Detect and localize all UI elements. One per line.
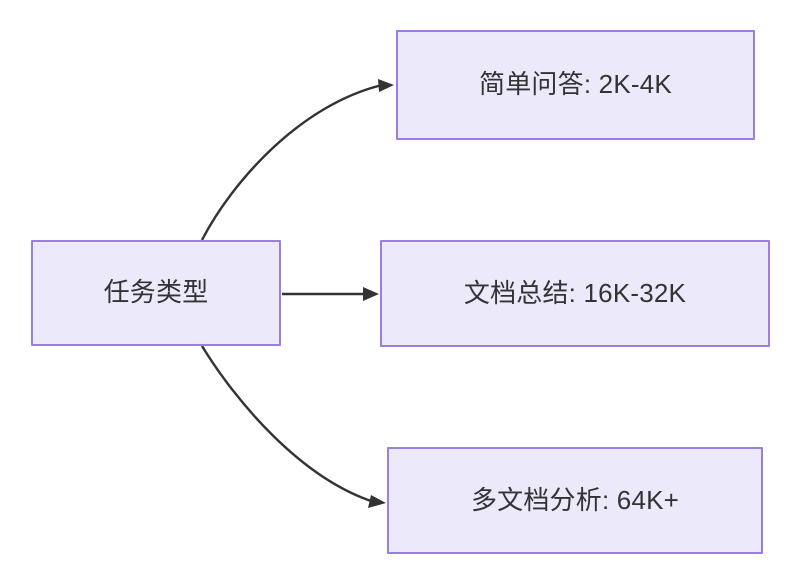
node-multi-doc[interactable]: 多文档分析: 64K+	[387, 447, 763, 554]
edge-source-to-doc-summary[interactable]	[282, 287, 379, 301]
edge-source-to-multi-doc-arrowhead	[368, 495, 386, 508]
edge-source-to-simple-qa-line	[200, 83, 383, 241]
node-doc-summary-label: 文档总结: 16K-32K	[463, 277, 687, 308]
edge-source-to-simple-qa[interactable]	[200, 79, 394, 241]
node-task-type-label: 任务类型	[103, 277, 209, 308]
node-task-type[interactable]: 任务类型	[31, 240, 281, 346]
edge-source-to-multi-doc-line	[200, 345, 375, 504]
edge-source-to-simple-qa-arrowhead	[378, 79, 394, 92]
node-simple-qa[interactable]: 简单问答: 2K-4K	[396, 30, 755, 140]
edge-source-to-multi-doc[interactable]	[200, 345, 386, 508]
node-simple-qa-label: 简单问答: 2K-4K	[479, 69, 672, 100]
edge-source-to-doc-summary-arrowhead	[363, 287, 379, 301]
node-doc-summary[interactable]: 文档总结: 16K-32K	[380, 240, 770, 347]
node-multi-doc-label: 多文档分析: 64K+	[470, 484, 680, 515]
